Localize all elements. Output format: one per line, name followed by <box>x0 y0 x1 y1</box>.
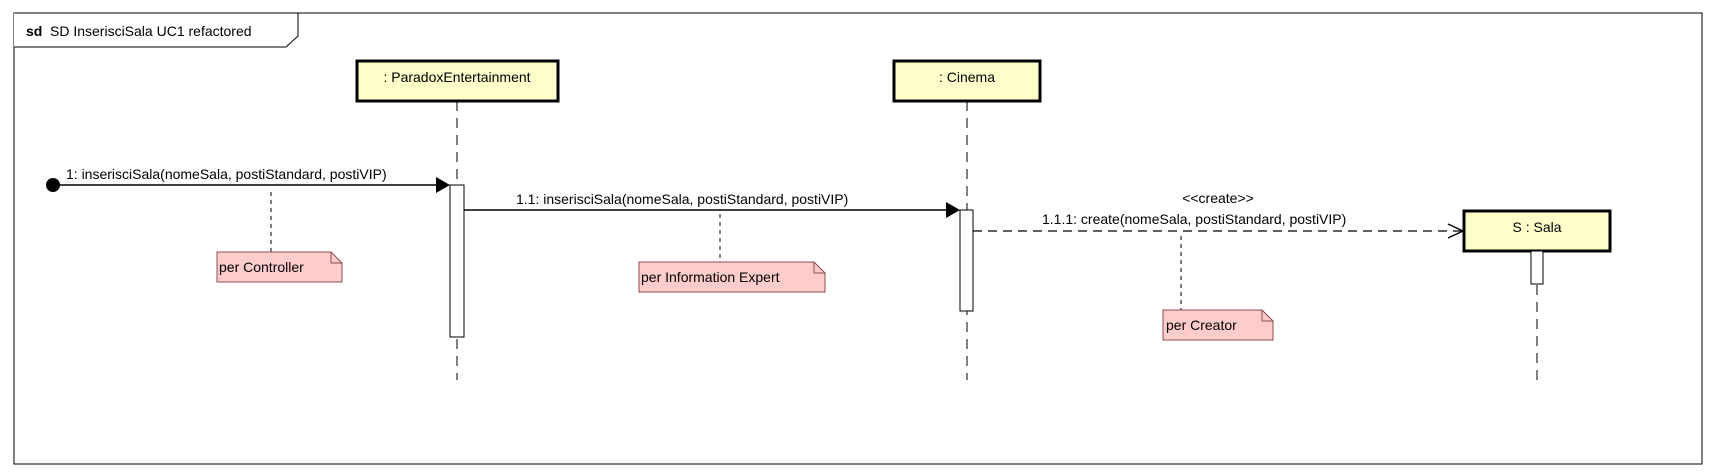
activation-cinema <box>959 209 974 312</box>
note-per-creator[interactable]: per Creator <box>1162 309 1274 341</box>
note-per-information-expert[interactable]: per Information Expert <box>638 261 826 293</box>
message-1-label: 1: inserisciSala(nomeSala, postiStandard… <box>66 166 387 182</box>
note-2-text: per Information Expert <box>641 269 780 285</box>
lifeline-cinema-box[interactable] <box>892 59 1042 103</box>
message-1-arrowhead <box>436 177 450 193</box>
lifeline-sala-label: S : Sala <box>1512 219 1561 235</box>
activation-paradox <box>449 184 465 338</box>
note-per-controller[interactable]: per Controller <box>216 251 343 283</box>
lifeline-paradox-box[interactable] <box>355 59 560 103</box>
message-1-1-label: 1.1: inserisciSala(nomeSala, postiStanda… <box>516 191 848 207</box>
frame-keyword: sd <box>26 23 42 39</box>
note-1-text: per Controller <box>219 259 304 275</box>
lifeline-cinema-label: : Cinema <box>939 69 995 85</box>
note-1-body <box>216 251 343 283</box>
note-2-fold <box>813 262 825 274</box>
note-3-body <box>1162 309 1274 341</box>
lifeline-paradox-label: : ParadoxEntertainment <box>383 69 530 85</box>
message-1-1-1-label: 1.1.1: create(nomeSala, postiStandard, p… <box>1042 211 1346 227</box>
note-3-text: per Creator <box>1166 317 1237 333</box>
message-1-1-1-arrowhead <box>1447 223 1465 239</box>
message-1-1-arrowhead <box>946 202 960 218</box>
note-1-fold <box>330 252 342 264</box>
note-2-body <box>638 261 826 293</box>
frame-border <box>13 12 1703 465</box>
frame-title-tab <box>14 12 299 48</box>
message-1-1-1-stereotype: <<create>> <box>1182 190 1254 206</box>
frame-title: SD InserisciSala UC1 refactored <box>50 23 252 39</box>
lifeline-sala-box[interactable] <box>1462 209 1612 253</box>
activation-sala <box>1530 250 1544 285</box>
note-3-fold <box>1261 310 1273 322</box>
